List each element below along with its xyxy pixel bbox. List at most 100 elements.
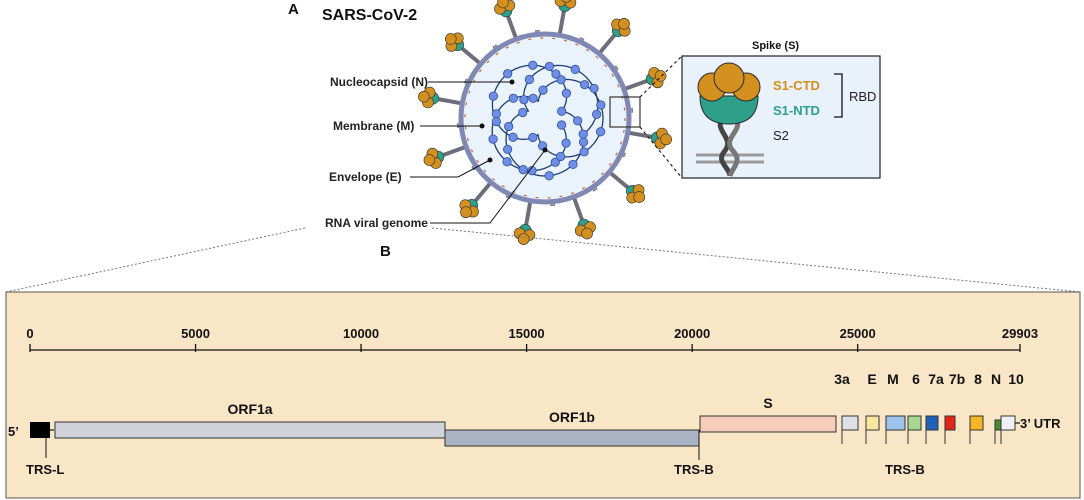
label-membrane: Membrane (M) xyxy=(333,119,414,133)
gene-3a xyxy=(841,415,859,431)
nucleocapsid-protein xyxy=(527,166,537,176)
gene-label: ORF1b xyxy=(549,409,595,425)
nucleocapsid-protein xyxy=(491,116,501,127)
ruler-tick-label: 25000 xyxy=(840,326,876,341)
gene-10 xyxy=(1000,415,1016,431)
nucleocapsid-protein xyxy=(556,151,566,162)
s2-label: S2 xyxy=(773,128,789,143)
nucleocapsid-protein xyxy=(561,138,571,148)
ruler-tick-label: 29903 xyxy=(1002,326,1038,341)
spike-stalk xyxy=(571,196,585,223)
spike-head-ctd xyxy=(618,17,630,30)
ruler-tick-label: 0 xyxy=(26,326,33,341)
spike-stalk xyxy=(436,96,463,106)
nucleocapsid-protein xyxy=(596,100,606,110)
ruler-tick-label: 15000 xyxy=(509,326,545,341)
nucleocapsid-protein xyxy=(589,83,599,94)
spike-head-ctd xyxy=(444,33,457,45)
gene-e xyxy=(865,415,880,431)
nucleocapsid-protein xyxy=(570,64,580,74)
spike-head-ctd xyxy=(654,70,667,82)
nucleocapsid-protein xyxy=(502,157,512,167)
spike-highlight-box xyxy=(609,96,641,128)
trs-b-label: TRS-B xyxy=(674,462,714,477)
nucleocapsid-protein xyxy=(528,132,538,143)
nucleocapsid-protein xyxy=(568,159,578,170)
nucleocapsid-protein xyxy=(503,69,513,79)
nucleocapsid-protein xyxy=(518,165,528,175)
trs-b-label-accessory: TRS-B xyxy=(885,462,925,477)
nucleocapsid-protein xyxy=(488,134,498,144)
nucleocapsid-protein xyxy=(561,88,572,98)
label-envelope: Envelope (E) xyxy=(329,170,402,184)
label-rna: RNA viral genome xyxy=(325,216,428,230)
nucleocapsid-protein xyxy=(556,75,566,85)
gene-label: ORF1a xyxy=(227,401,272,417)
gene-label: 6 xyxy=(912,371,920,387)
nucleocapsid-protein xyxy=(518,107,528,118)
nucleocapsid-protein xyxy=(592,109,602,119)
spike-stalk xyxy=(523,200,533,227)
gene-n xyxy=(994,419,1002,431)
spike-stalk xyxy=(623,78,650,92)
spike-protein-icon xyxy=(696,62,764,177)
gene-label: N xyxy=(991,371,1001,387)
envelope-pointer xyxy=(410,159,491,178)
gene-7a xyxy=(925,415,939,431)
nucleocapsid-protein xyxy=(544,171,554,181)
spike-head-ctd xyxy=(581,227,593,240)
rna-pointer xyxy=(430,149,546,224)
rbd-bracket xyxy=(834,73,843,118)
spike-stalk xyxy=(440,144,467,158)
spike-title: Spike (S) xyxy=(752,40,799,52)
spike-head-ctd xyxy=(517,233,530,245)
genome-panel xyxy=(5,291,1081,499)
gene-label: E xyxy=(867,371,876,387)
spike-head-ctd xyxy=(633,191,646,203)
three-prime-label: 3’ UTR xyxy=(1020,416,1061,431)
trs-l-label: TRS-L xyxy=(26,462,64,477)
nucleocapsid-protein xyxy=(556,120,567,130)
gene-label: 10 xyxy=(1008,371,1024,387)
nucleocapsid-protein xyxy=(508,132,518,142)
nucleocapsid-protein xyxy=(557,106,567,116)
gene-6 xyxy=(907,415,922,431)
ruler-tick-label: 10000 xyxy=(343,326,379,341)
spike-head-ctd xyxy=(497,0,509,9)
nucleocapsid-protein xyxy=(504,121,514,132)
s1-ntd-label: S1-NTD xyxy=(773,103,820,118)
nucleocapsid-protein xyxy=(579,147,589,157)
nucleocapsid-protein xyxy=(578,137,589,147)
gene-7b xyxy=(944,415,956,431)
nucleocapsid-protein xyxy=(538,85,548,95)
nucleocapsid-protein xyxy=(596,127,606,137)
gene-8 xyxy=(969,415,984,431)
spike-stalk xyxy=(597,32,618,55)
nucleocapsid-protein xyxy=(519,95,529,105)
nucleocapsid-protein xyxy=(573,116,583,126)
panel-b-letter: B xyxy=(380,243,391,260)
nucleocapsid-protein xyxy=(491,109,501,119)
nucleocapsid-protein xyxy=(551,69,561,79)
gene-label: 7a xyxy=(928,371,944,387)
spike-stalk xyxy=(505,13,519,40)
panel-a-letter: A xyxy=(288,1,299,18)
spike-stalk xyxy=(557,9,567,36)
rbd-label: RBD xyxy=(849,89,876,104)
nucleocapsid-protein xyxy=(528,60,538,70)
gene-orf1a xyxy=(54,421,446,439)
nucleocapsid-protein xyxy=(544,61,555,72)
spike-head-ctd xyxy=(561,0,572,3)
spike-stalk xyxy=(459,45,482,66)
gene-label: M xyxy=(887,371,899,387)
five-prime-label: 5’ xyxy=(8,424,19,439)
gene-m xyxy=(885,415,906,431)
virus-title: SARS-CoV-2 xyxy=(322,7,417,24)
gene-label: 3a xyxy=(834,371,850,387)
nucleocapsid-protein xyxy=(528,93,538,103)
nucleocapsid-protein xyxy=(580,80,590,90)
rna-genome-strand xyxy=(488,60,606,181)
